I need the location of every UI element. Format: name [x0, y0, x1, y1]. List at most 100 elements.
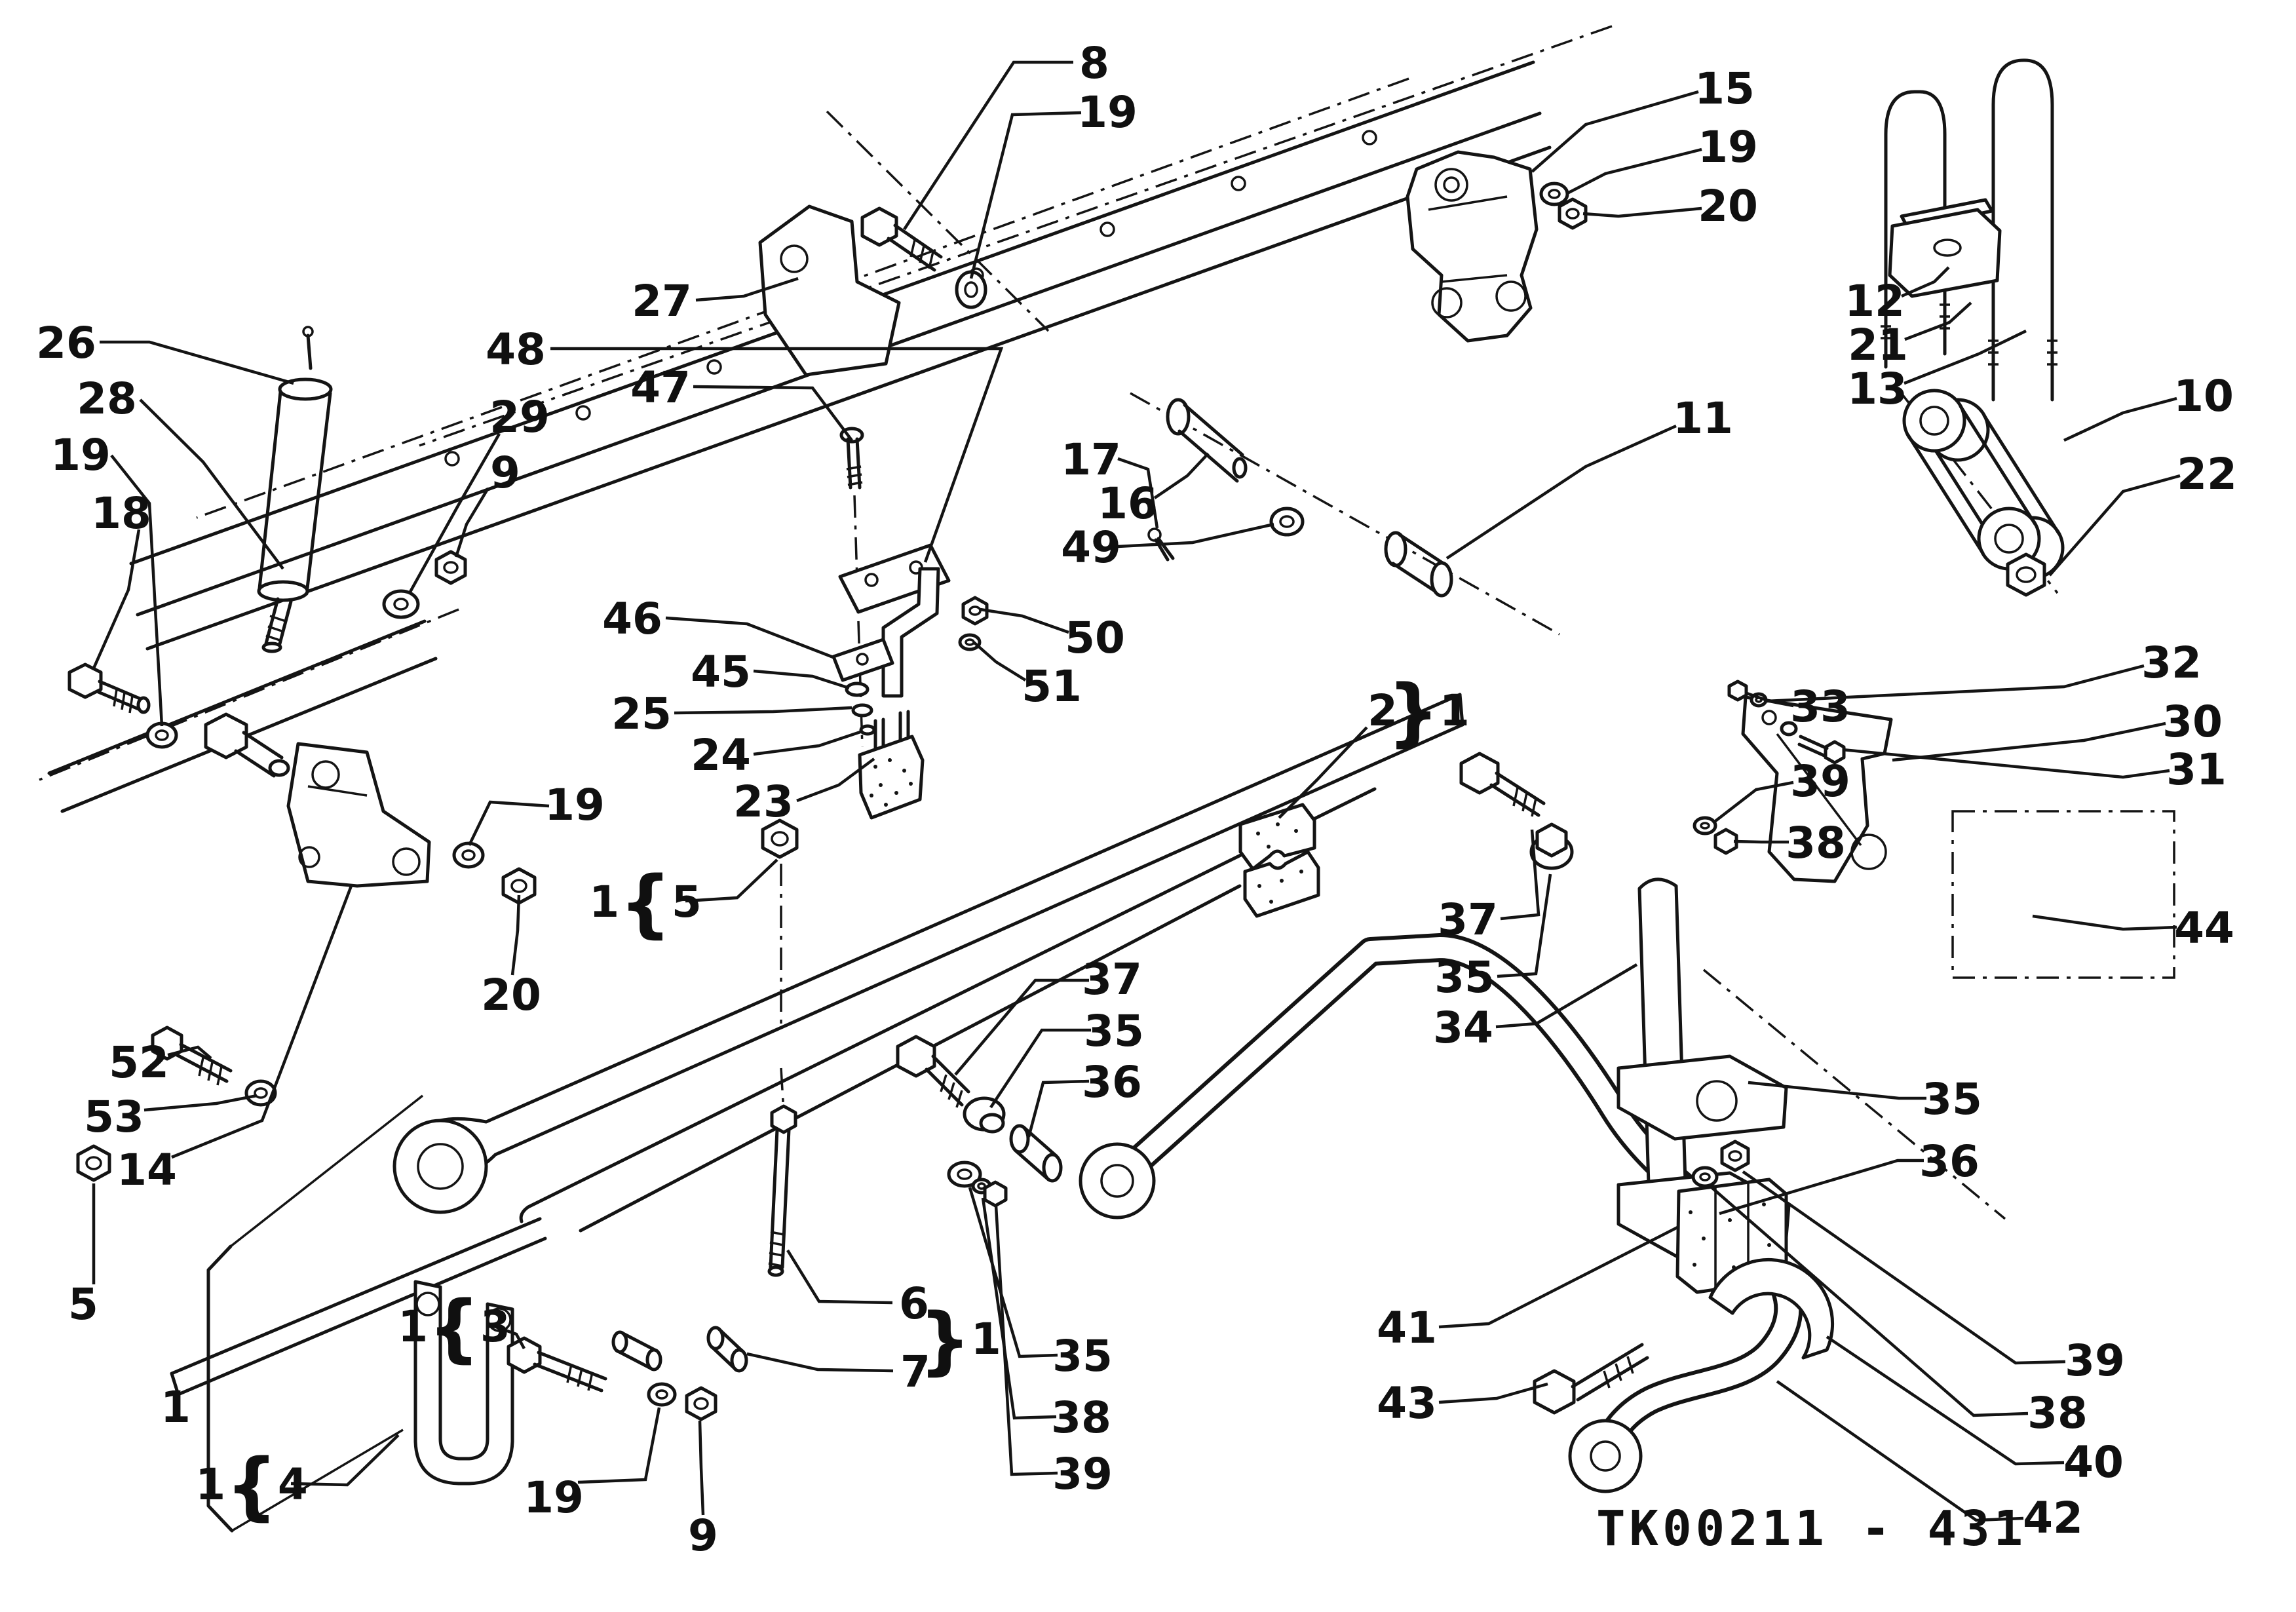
callout-39-c39a: 39: [1712, 756, 1850, 824]
callout-34-c34: 34: [1433, 963, 1638, 1053]
callout-20-c20b: 20: [481, 894, 541, 1020]
leader-line: [408, 432, 501, 594]
leader-line: [1712, 780, 1794, 824]
leader-line: [1117, 457, 1159, 529]
leader-line: [1904, 301, 1972, 341]
callout-number: 35: [1084, 1006, 1144, 1056]
callout-14-c14b: 1{4: [195, 1434, 400, 1529]
callout-45-c45: 45: [691, 647, 850, 697]
bump-stop-23: [858, 710, 925, 820]
washer-19-mid: [452, 841, 485, 869]
callout-number: 13: [1847, 364, 1907, 414]
leader-line: [1710, 1186, 2029, 1417]
callout-51-c51: 51: [972, 641, 1082, 712]
leader-line: [954, 978, 1089, 1076]
callout-19-c19a: 19: [969, 87, 1138, 279]
callout-37-c37b: 37: [954, 954, 1142, 1076]
shackle-bolt-3: [507, 1336, 607, 1392]
callout-number: 28: [77, 374, 137, 424]
leader-line: [989, 1028, 1091, 1109]
leader-line: [1904, 329, 2027, 385]
callout-number: 1{5: [589, 861, 702, 946]
callout-17-c17: 17: [1061, 434, 1159, 529]
leader-line: [2048, 474, 2181, 577]
callout-number: 51: [1022, 661, 1082, 712]
leader-line: [1776, 1380, 2024, 1522]
nut-20-right: [1558, 197, 1588, 230]
callout-number: }1: [919, 1298, 1001, 1383]
callout-number: 11: [1673, 393, 1733, 444]
callout-1-cb2: }1: [919, 1298, 1001, 1383]
callout-43-c43: 43: [1377, 1378, 1548, 1429]
callout-number: 21: [1848, 320, 1908, 370]
callout-35-c35d: 35: [1748, 1074, 1982, 1124]
leader-line: [171, 885, 353, 1159]
callout-37-c37a: 37: [1438, 829, 1540, 945]
bolt-52: [151, 1026, 233, 1086]
callout-number: 39: [1790, 756, 1850, 807]
callout-13-c13: 13: [1847, 329, 2027, 414]
leader-line: [144, 1094, 258, 1112]
callout-39-c39b: 39: [994, 1205, 1113, 1499]
callout-number: 19: [1077, 87, 1138, 138]
callout-number: 37: [1082, 954, 1142, 1005]
leader-line: [693, 385, 853, 442]
leader-line: [698, 1420, 705, 1516]
callout-number: 45: [691, 647, 751, 697]
callout-1-c1a: 1: [161, 1382, 191, 1432]
nut-9-upper: [434, 550, 467, 585]
center-nut-5: [761, 818, 799, 859]
callout-30-c30: 30: [1892, 697, 2223, 762]
callout-number: 1: [161, 1382, 191, 1432]
clamp-washer-38: [1691, 1166, 1719, 1188]
washer-19-right: [1539, 182, 1569, 206]
link-bushing-35: [963, 1096, 1006, 1134]
pin-axis-line: [1130, 392, 1560, 636]
front-hanger-bracket-14: [286, 742, 431, 888]
bolt-43: [1533, 1343, 1649, 1415]
bar-eye-front: [1079, 1142, 1156, 1219]
callout-8-c8: 8: [903, 38, 1109, 231]
callout-14-c14: 14: [117, 885, 353, 1195]
leader-line: [510, 894, 521, 976]
callout-24-c24: 24: [691, 729, 863, 780]
callout-9-c9b: 9: [688, 1420, 718, 1561]
callout-number: 50: [1065, 613, 1125, 663]
leader-line: [91, 529, 141, 670]
callout-50-c50: 50: [980, 607, 1125, 663]
callout-number: 22: [2177, 449, 2237, 499]
callout-number: 44: [2174, 903, 2234, 953]
leader-line: [1742, 1170, 2066, 1365]
callout-number: 14: [117, 1145, 177, 1195]
callout-number: 35: [1052, 1331, 1113, 1381]
callout-35-c35b: 35: [989, 1006, 1144, 1109]
callout-10-c10: 10: [2063, 371, 2234, 442]
shackle-spacer: [611, 1330, 662, 1372]
washer-19-bottom: [647, 1382, 677, 1407]
callout-13-c13b: 1{3: [398, 1286, 526, 1371]
callout-number: 30: [2162, 697, 2223, 747]
callout-number: 39: [1052, 1449, 1113, 1499]
callout-19-c19e: 19: [524, 1407, 661, 1523]
callout-19-c19c: 19: [1565, 122, 1758, 195]
hidden-frame-outline-44: [1951, 810, 2175, 979]
callout-number: 38: [2027, 1388, 2088, 1438]
callout-15-c15: 15: [1531, 64, 1755, 173]
leader-line: [746, 1352, 894, 1373]
callout-number: 15: [1694, 64, 1755, 114]
callout-5-c5: 5: [68, 1183, 98, 1330]
leader-line: [467, 800, 550, 846]
callout-19-c19d: 19: [467, 780, 605, 846]
leader-line: [577, 1407, 661, 1484]
leader-line: [695, 277, 799, 302]
callout-27-c27: 27: [632, 276, 799, 326]
callout-number: 35: [1922, 1074, 1982, 1124]
leader-line: [1531, 90, 1699, 173]
washer-19-left: [145, 721, 178, 749]
leader-line: [1495, 963, 1638, 1029]
figure-code: TK00211 - 431: [1596, 1501, 2027, 1557]
leader-line: [1733, 839, 1789, 844]
callout-35-c35a: 35: [1434, 873, 1552, 1003]
